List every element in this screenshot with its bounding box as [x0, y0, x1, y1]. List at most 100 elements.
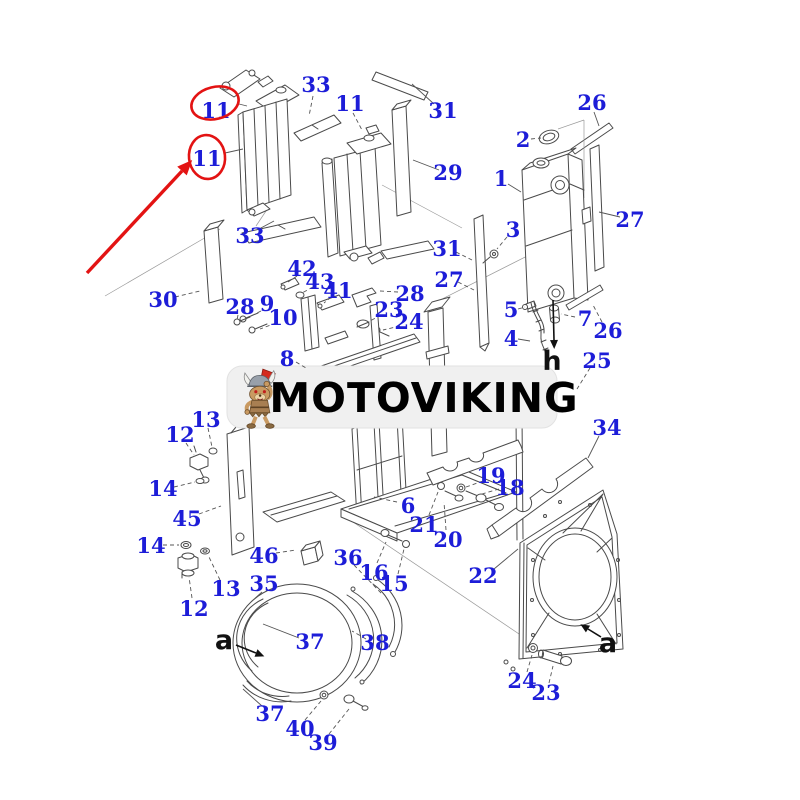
part-label-14: 14 [148, 476, 177, 501]
part-strip-31-27-left [473, 214, 490, 352]
part-bolt-39 [343, 694, 369, 711]
part-rod-26-lower [565, 284, 604, 311]
banner-background [226, 365, 558, 429]
part-label-20: 20 [433, 527, 462, 552]
highlight-circle [190, 85, 240, 121]
part-pipe-fitting [219, 69, 274, 98]
part-label-33: 33 [235, 223, 264, 248]
part-label-45: 45 [172, 506, 201, 531]
part-label-4: 4 [504, 326, 519, 351]
part-label-10: 10 [268, 305, 297, 330]
leader-line [592, 304, 603, 323]
leader-line [598, 211, 621, 218]
part-label-39: 39 [308, 730, 337, 755]
part-plate-34 [486, 457, 594, 540]
leader-line [517, 338, 531, 342]
part-label-37: 37 [295, 629, 324, 654]
section-marker-a: a [599, 628, 617, 659]
leader-line [236, 314, 239, 321]
part-label-6: 6 [401, 493, 416, 518]
section-arrow [552, 299, 555, 341]
leader-line [173, 481, 196, 488]
part-label-7: 7 [578, 306, 593, 331]
leader-line [328, 708, 350, 735]
leader-line [382, 325, 401, 331]
part-label-31: 31 [428, 98, 457, 123]
part-label-2: 2 [516, 127, 531, 152]
part-label-26: 26 [577, 90, 606, 115]
leader-line [526, 654, 533, 673]
part-tank-1 [521, 147, 592, 313]
leader-line [301, 286, 314, 294]
part-label-12: 12 [165, 422, 194, 447]
part-label-19: 19 [476, 463, 505, 488]
part-arcs-37 [236, 598, 292, 703]
part-label-1: 1 [494, 166, 509, 191]
part-label-11: 11 [192, 146, 221, 171]
leader-line [548, 665, 554, 684]
leader-line [207, 427, 213, 448]
part-strip-33-lower [241, 216, 322, 244]
part-bolt-40 [319, 690, 329, 700]
part-block-46 [300, 540, 324, 566]
leader-line [507, 183, 522, 193]
part-shroud-22 [503, 489, 624, 672]
leader-line [493, 548, 519, 570]
part-bolts-18-19-20-21 [437, 482, 504, 511]
part-strip-29 [391, 99, 412, 217]
part-radiator-center [321, 124, 392, 265]
part-label-46: 46 [249, 543, 278, 568]
leader-line [238, 103, 248, 107]
part-label-35: 35 [249, 571, 278, 596]
part-label-28: 28 [225, 294, 254, 319]
leader-line [496, 236, 508, 250]
part-label-27: 27 [434, 267, 463, 292]
leader-line [250, 591, 263, 603]
section-marker-a: a [215, 625, 233, 656]
part-bracket-6 [426, 439, 524, 486]
leader-line [517, 306, 526, 310]
part-label-21: 21 [409, 512, 438, 537]
viking-bear-mascot-icon [243, 368, 276, 429]
leader-line [560, 313, 576, 318]
leader-line [351, 630, 367, 640]
section-arrowhead-icon [550, 339, 558, 349]
part-fittings-12-13-14-lower [177, 541, 210, 579]
brand-banner: MOTOVIKING [226, 365, 578, 429]
section-marker-h: h [542, 346, 561, 377]
leader-line [198, 505, 222, 515]
part-strip-31-lower [380, 240, 435, 260]
brand-text: MOTOVIKING [269, 374, 578, 422]
leader-line [369, 314, 382, 322]
part-label-13: 13 [191, 407, 220, 432]
section-arrowhead-icon [254, 649, 265, 657]
part-label-5: 5 [504, 297, 519, 322]
leader-line [443, 501, 447, 531]
part-fittings-12-13-14-upper [189, 445, 218, 484]
leader-line [397, 548, 405, 575]
leader-line [259, 322, 277, 330]
part-radiator-left [237, 84, 300, 217]
part-label-37: 37 [255, 701, 284, 726]
part-label-24: 24 [507, 668, 536, 693]
part-label-25: 25 [582, 348, 611, 373]
plate-behind-tank [557, 119, 585, 198]
part-arc-36 [372, 575, 403, 657]
part-label-33: 33 [301, 72, 330, 97]
leader-line [242, 688, 263, 707]
part-label-3: 3 [506, 217, 521, 242]
part-label-40: 40 [285, 716, 314, 741]
part-cap-2 [538, 129, 560, 145]
leader-line [295, 361, 307, 369]
part-label-30: 30 [148, 287, 177, 312]
part-label-11: 11 [335, 91, 364, 116]
leader-line [308, 95, 314, 117]
part-label-36: 36 [333, 545, 362, 570]
part-plate-45 [226, 426, 255, 556]
leader-line [258, 220, 275, 230]
part-washer-24-bolt-23 [528, 643, 572, 666]
leader-line [373, 496, 398, 503]
part-hose-4 [530, 301, 549, 358]
